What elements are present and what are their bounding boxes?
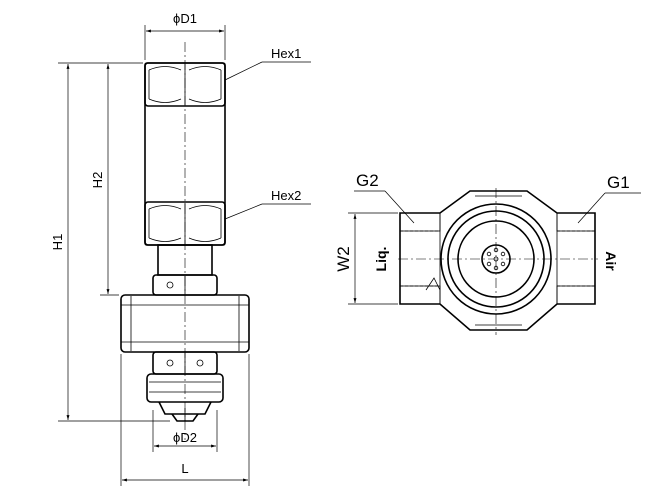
hex1-label: Hex1 xyxy=(271,46,301,61)
g2-label: G2 xyxy=(356,171,379,190)
leader-hex1: Hex1 xyxy=(224,46,311,81)
w2-label: W2 xyxy=(334,246,353,272)
h1-label: H1 xyxy=(50,234,65,251)
leader-g2: G2 xyxy=(354,171,415,224)
d1-label: ϕD1 xyxy=(173,11,197,26)
hex2-label: Hex2 xyxy=(271,188,301,203)
dim-d1: ϕD1 xyxy=(144,11,226,60)
front-view: ϕD1 Hex1 Hex2 H1 H2 xyxy=(50,11,311,486)
left-port xyxy=(399,212,441,305)
leader-g1: G1 xyxy=(577,173,641,224)
l-label: L xyxy=(181,461,188,476)
side-view: G2 G1 W2 Liq. Air xyxy=(334,171,641,335)
dim-l: L xyxy=(120,354,250,486)
air-label: Air xyxy=(603,251,619,271)
dim-w2: W2 xyxy=(334,212,398,305)
dim-h2: H2 xyxy=(90,64,119,296)
dim-d2: ϕD2 xyxy=(152,410,218,452)
h2-label: H2 xyxy=(90,172,105,189)
leader-hex2: Hex2 xyxy=(224,188,311,220)
neck xyxy=(152,244,218,296)
lower-nut xyxy=(146,351,224,403)
d2-label: ϕD2 xyxy=(173,430,197,445)
g1-label: G1 xyxy=(607,173,630,192)
right-port xyxy=(556,212,596,305)
dim-h1: H1 xyxy=(50,62,170,422)
liq-label: Liq. xyxy=(373,247,389,272)
